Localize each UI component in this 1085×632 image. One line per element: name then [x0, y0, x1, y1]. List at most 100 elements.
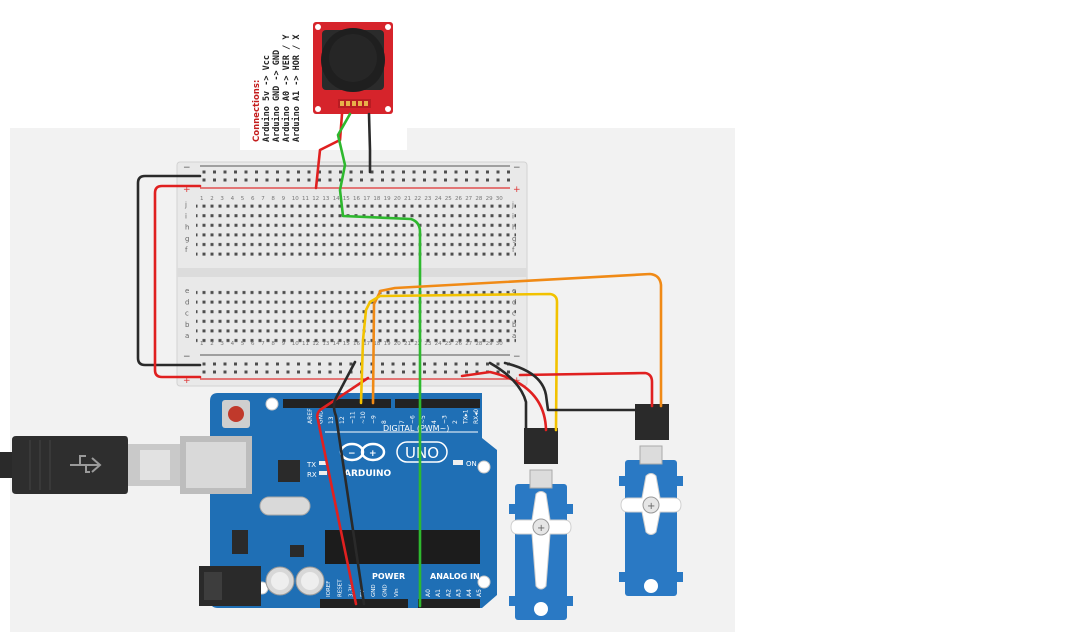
connection-line-4: Arduino A1 -> HOR / X: [291, 35, 302, 142]
breadboard-column-number: 19: [384, 196, 391, 202]
rx-label: RX: [307, 471, 317, 479]
svg-text:+: +: [537, 523, 545, 534]
analog-pin-label: A1: [435, 589, 442, 597]
rail-plus-top-left: +: [183, 185, 191, 195]
breadboard-column-number: 23: [424, 196, 431, 202]
breadboard-column-number: 22: [414, 341, 421, 347]
analog-pin-label: A0: [425, 589, 432, 597]
wires: [136, 112, 663, 608]
breadboard-row-letter-right: a: [512, 332, 516, 340]
breadboard-row-letter-right: h: [512, 224, 516, 232]
joystick-vcc-wire: [314, 112, 344, 190]
breadboard-column-number: 11: [302, 196, 309, 202]
breadboard-column-number: 18: [373, 341, 380, 347]
breadboard-row-letter-right: j: [511, 201, 514, 209]
digital-pin-label: ~6: [410, 415, 417, 424]
breadboard-column-number: 17: [363, 196, 370, 202]
servo-horn-icon: +: [620, 473, 682, 535]
svg-text:+: +: [647, 501, 655, 512]
joystick-gnd-wire: [367, 112, 372, 174]
breadboard-row-letter-right: i: [512, 212, 514, 220]
arduino-gnd-wire: [332, 360, 366, 606]
servo1-ground-wire: [488, 361, 528, 432]
breadboard-row-letter-right: e: [512, 287, 516, 295]
breadboard-column-number: 12: [312, 196, 319, 202]
breadboard-row-letter-left: g: [185, 235, 189, 243]
breadboard-row-letter-right: g: [512, 235, 516, 243]
digital-pin-label: 2: [452, 420, 459, 424]
breadboard-row-letter-right: b: [512, 321, 517, 329]
svg-text:+: +: [369, 449, 377, 459]
breadboard-column-number: 2: [210, 341, 214, 347]
connection-line-3: Arduino A0 -> VER / Y: [281, 34, 292, 142]
breadboard-row-letter-left: d: [185, 298, 189, 306]
breadboard-column-number: 22: [414, 196, 421, 202]
digital-pin-label: 13: [328, 416, 335, 424]
breadboard-column-number: 9: [282, 341, 286, 347]
analog-pin-label: A4: [466, 589, 473, 597]
joystick-module[interactable]: [313, 22, 393, 114]
power-pin-label: GND: [371, 584, 377, 597]
breadboard-row-letter-left: f: [185, 246, 188, 254]
breadboard-column-number: 21: [404, 341, 411, 347]
top-rail-holes: [198, 168, 513, 186]
analog-pin-label: A2: [445, 589, 452, 597]
breadboard-column-number: 6: [251, 196, 255, 202]
tx-label: TX: [306, 461, 316, 469]
breadboard-column-number: 23: [424, 341, 431, 347]
breadboard-column-number: 26: [455, 341, 462, 347]
power-pin-label: 3.3V: [349, 584, 355, 597]
joystick-green-wire: [336, 112, 422, 608]
digital-pin-label: ~5: [420, 415, 427, 424]
breadboard-column-number: 4: [231, 196, 235, 202]
digital-pin-label: AREF: [307, 408, 314, 424]
breadboard-column-number: 6: [251, 341, 255, 347]
upper-hole-block: [196, 199, 516, 257]
bottom-rail-holes: [198, 359, 513, 377]
on-label: ON: [466, 460, 477, 468]
arduino-brand: ARDUINO: [344, 469, 392, 479]
uno-model: UNO: [405, 444, 439, 462]
pin9-yellow-wire: [359, 300, 372, 405]
connection-line-2: Arduino GND -> GND: [271, 50, 282, 142]
breadboard-row-letter-left: a: [185, 332, 189, 340]
breadboard-column-number: 3: [220, 196, 224, 202]
power-pin-label: RESET: [337, 579, 343, 597]
breadboard-column-number: 30: [496, 341, 503, 347]
breadboard-column-number: 8: [271, 196, 275, 202]
digital-pin-label: GND: [318, 410, 325, 424]
breadboard-column-number: 7: [261, 196, 265, 202]
connections-title: Connections:: [252, 80, 262, 142]
power-pin-label: GND: [383, 584, 389, 597]
breadboard-column-number: 29: [486, 341, 493, 347]
servo-1-connector: [524, 428, 558, 464]
rail-plus-top-right: +: [513, 185, 521, 195]
breadboard-column-number: 18: [373, 196, 380, 202]
breadboard-column-number: 15: [343, 341, 350, 347]
digital-pin-label: ~10: [360, 411, 367, 424]
breadboard-column-number: 3: [220, 341, 224, 347]
rail-minus-bottom-left: −: [183, 352, 191, 362]
rail-plus-bottom-left: +: [183, 376, 191, 386]
digital-pin-label: TX▸1: [463, 409, 470, 425]
breadboard-column-number: 21: [404, 196, 411, 202]
power-pin-label: Vin: [394, 588, 400, 597]
svg-text:−: −: [348, 449, 356, 459]
servo-motor-1[interactable]: +: [509, 428, 573, 620]
breadboard-row-letter-left: c: [185, 310, 189, 318]
breadboard-row-letter-left: e: [185, 287, 189, 295]
breadboard-column-number: 10: [292, 196, 299, 202]
connection-line-1: Arduino 5v -> Vcc: [261, 55, 272, 142]
analog-header: [418, 599, 480, 608]
breadboard-column-number: 27: [465, 341, 472, 347]
breadboard-column-number: 12: [312, 341, 319, 347]
servo-2-connector: [635, 404, 669, 440]
breadboard-column-number: 10: [292, 341, 299, 347]
servo-motor-2[interactable]: +: [619, 404, 683, 596]
breadboard-column-number: 16: [353, 196, 360, 202]
rail-minus-top-left: −: [183, 163, 191, 173]
breadboard-column-number: 30: [496, 196, 503, 202]
